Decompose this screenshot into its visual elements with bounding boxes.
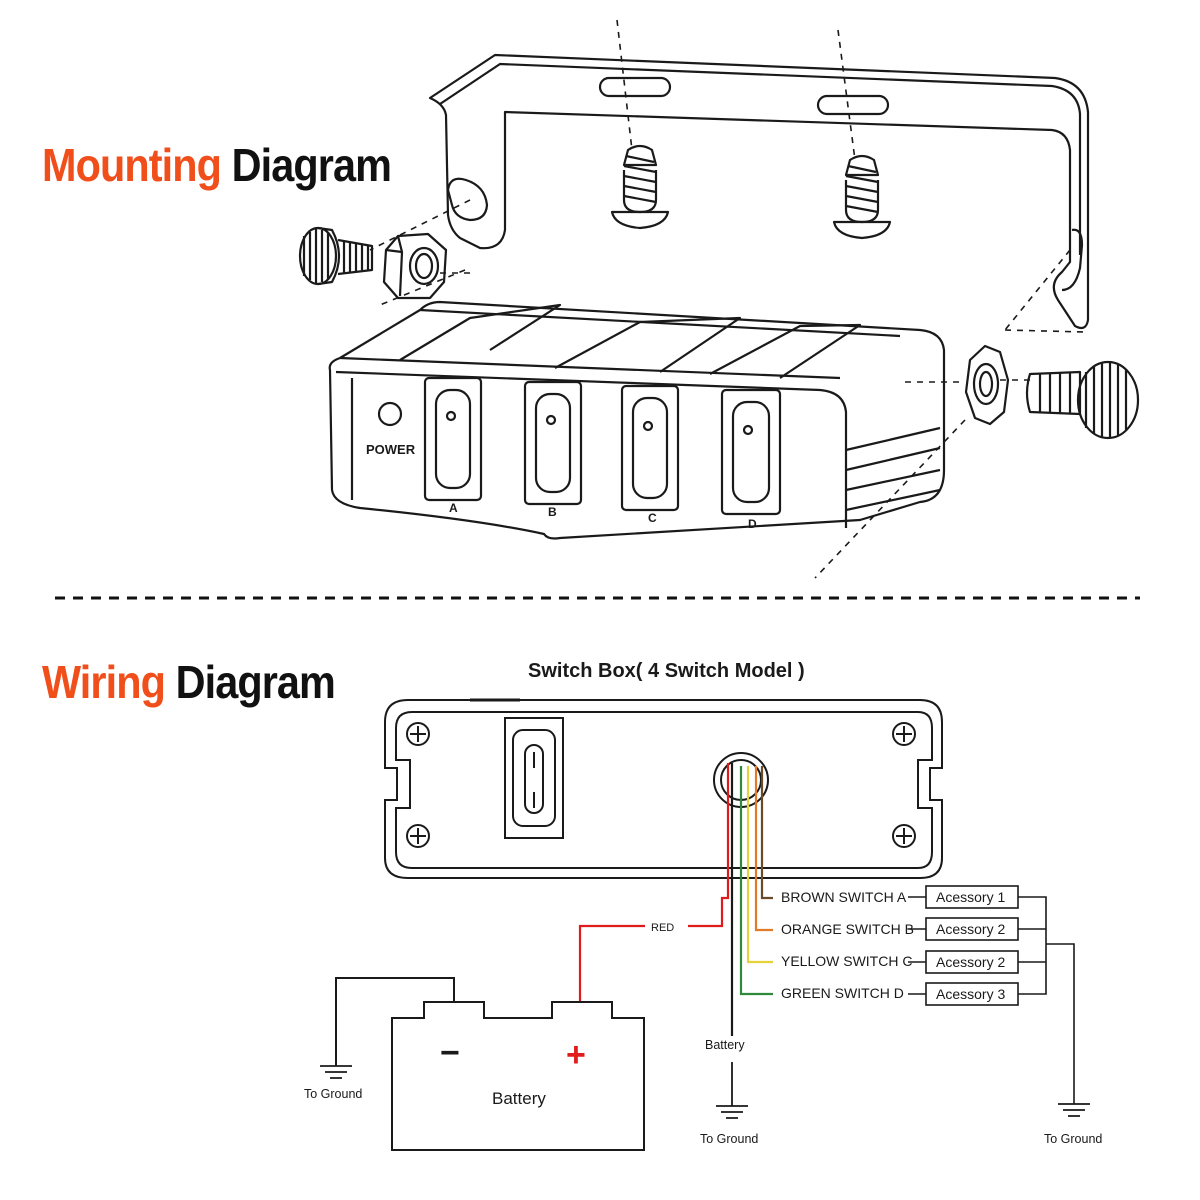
ground-middle-icon	[716, 1062, 748, 1119]
accessory-label-1: Acessory 1	[936, 889, 1005, 905]
hex-nut-right-icon	[964, 344, 1010, 426]
switch-label-d: D	[748, 517, 757, 531]
accessory-labels: Acessory 1 Acessory 2 Acessory 2 Acessor…	[936, 889, 1005, 1002]
wiring-heading-rest: Diagram	[175, 656, 336, 708]
ground-labels: Battery To Ground To Ground To Ground	[304, 1038, 1102, 1146]
switch-box-front	[384, 698, 943, 879]
brown-wire	[760, 766, 773, 900]
red-wire-to-battery	[578, 924, 645, 1002]
ground-label-right: To Ground	[1044, 1132, 1102, 1146]
wire-labels: RED BROWN SWITCH A ORANGE SWITCH B YELLO…	[651, 889, 914, 1001]
screw-top-right-icon	[892, 722, 916, 746]
switch-label-a: A	[449, 501, 458, 515]
hex-nut-left-icon	[382, 232, 448, 300]
ground-right-icon	[1058, 1103, 1090, 1117]
wiring-lines	[578, 763, 773, 1036]
wiring-diagram-heading: Wiring Diagram	[42, 655, 336, 709]
wiring-heading-accent: Wiring	[42, 656, 166, 708]
battery-icon	[335, 977, 645, 1151]
battery-label: Battery	[492, 1089, 546, 1108]
mounting-illustration	[298, 19, 1140, 579]
switch-label-b: B	[548, 505, 557, 519]
accessory-label-2: Acessory 2	[936, 921, 1005, 937]
mounting-diagram-heading: Mounting Diagram	[42, 138, 392, 192]
mounting-heading-accent: Mounting	[42, 139, 222, 191]
mounting-labels: POWER A B C D	[366, 442, 757, 531]
ground-label-left: To Ground	[304, 1087, 362, 1101]
battery-wire-label: Battery	[705, 1038, 745, 1052]
power-label: POWER	[366, 442, 416, 457]
red-wire-label: RED	[651, 922, 674, 934]
switch-box-3d	[328, 300, 946, 540]
screw-left-icon	[610, 144, 670, 230]
rocker-switch-b	[523, 380, 583, 506]
rocker-switch-a	[423, 376, 483, 502]
thumb-screw-left-icon	[298, 226, 374, 286]
rocker-switch-d	[720, 388, 782, 516]
screw-bottom-right-icon	[892, 824, 916, 848]
switch-label-c: C	[648, 511, 657, 525]
red-wire	[688, 763, 730, 928]
rocker-switch-c	[620, 384, 680, 512]
battery-terminals: − + Battery	[440, 1034, 586, 1108]
rocker-switch-front-icon	[504, 717, 564, 839]
battery-minus-sign: −	[440, 1034, 460, 1072]
wire-label-brown: BROWN SWITCH A	[781, 889, 907, 905]
mounting-bracket	[428, 53, 1090, 330]
green-wire	[739, 766, 773, 996]
screw-top-left-icon	[406, 722, 430, 746]
accessory-label-4: Acessory 3	[936, 986, 1005, 1002]
wire-label-green: GREEN SWITCH D	[781, 985, 904, 1001]
accessories	[908, 885, 1075, 1104]
yellow-wire	[746, 766, 773, 964]
ground-symbols	[320, 1062, 1090, 1119]
orange-wire	[754, 766, 773, 932]
thumb-screw-right-icon	[1025, 360, 1140, 440]
battery-plus-sign: +	[566, 1036, 586, 1074]
mounting-heading-rest: Diagram	[231, 139, 392, 191]
wire-label-orange: ORANGE SWITCH B	[781, 921, 914, 937]
screw-right-icon	[832, 154, 892, 240]
switch-box-title: Switch Box( 4 Switch Model )	[528, 660, 805, 682]
power-led-icon	[377, 401, 403, 427]
screw-bottom-left-icon	[406, 824, 430, 848]
ground-label-middle: To Ground	[700, 1132, 758, 1146]
ground-left-icon	[320, 1065, 352, 1079]
wire-label-yellow: YELLOW SWITCH C	[781, 953, 912, 969]
accessory-label-3: Acessory 2	[936, 954, 1005, 970]
